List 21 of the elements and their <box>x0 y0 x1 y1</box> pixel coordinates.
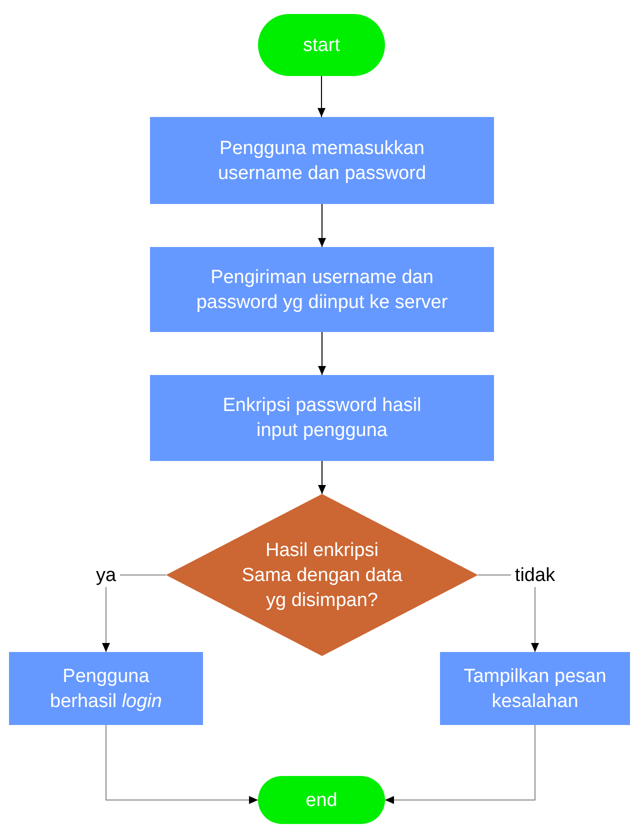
process-box <box>150 375 494 461</box>
terminal-pill <box>258 776 385 824</box>
arrow <box>318 460 326 494</box>
node-text: end <box>306 788 338 812</box>
node-text: Tampilkan pesan kesalahan <box>462 664 608 714</box>
node-text: Enkripsi password hasil input pengguna <box>222 394 422 443</box>
arrow <box>106 724 258 804</box>
decision-diamond <box>166 494 478 656</box>
process-box <box>150 117 494 204</box>
node-text: Pengiriman username dan password yg diinput ke server <box>195 266 449 314</box>
process-box <box>9 652 203 725</box>
arrow <box>318 332 326 376</box>
arrow <box>318 204 326 248</box>
process-box <box>150 247 494 332</box>
process-box <box>440 652 630 725</box>
arrow <box>384 724 536 804</box>
node-text: Pengguna berhasil login <box>49 664 163 714</box>
node-text: start <box>303 34 340 58</box>
node-text: Pengguna memasukkan username dan password <box>216 136 428 186</box>
arrow <box>318 76 326 118</box>
node-text: Hasil enkripsi Sama dengan data yg disimpan? <box>240 538 404 612</box>
